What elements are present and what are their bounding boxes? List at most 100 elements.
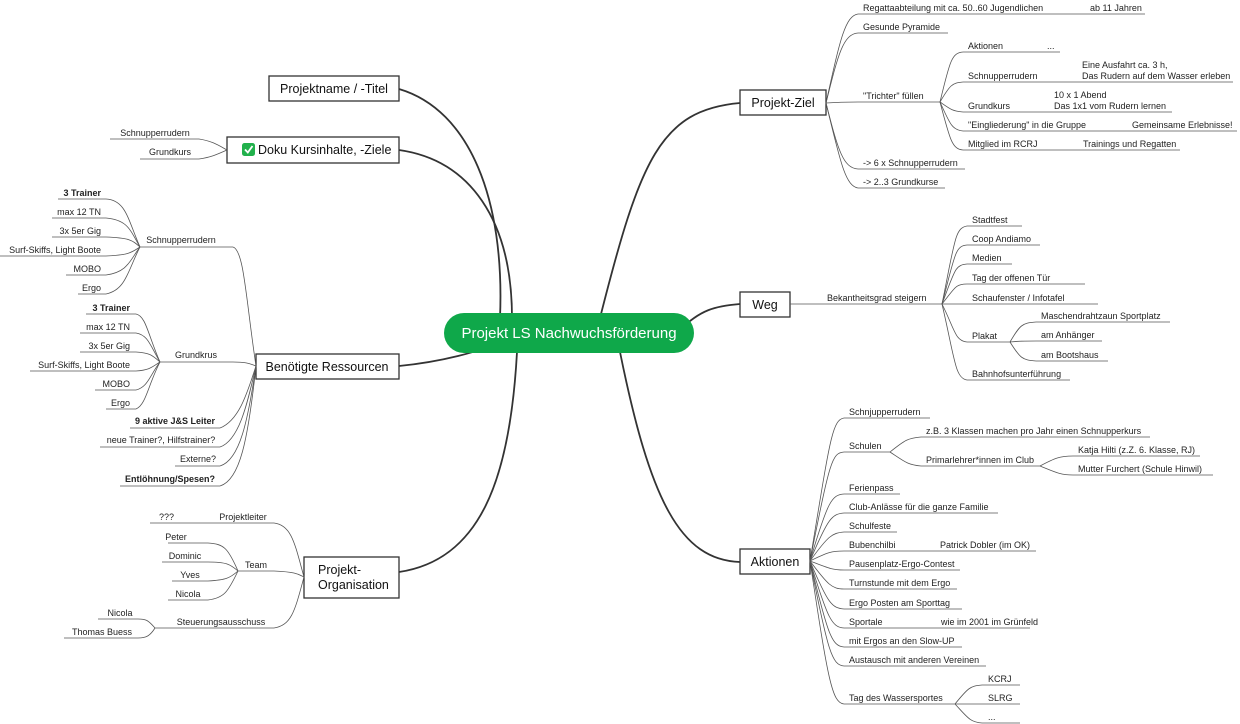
node-ziel[interactable]: Projekt-Ziel [739, 89, 827, 116]
center-node[interactable]: Projekt LS Nachwuchsförderung [444, 313, 694, 353]
schnupper-item: MOBO [73, 264, 101, 274]
doku-label: Doku Kursinhalte, -Ziele [258, 143, 391, 157]
ressource-item: neue Trainer?, Hilfstrainer? [107, 435, 216, 445]
weg-item: Stadtfest [972, 215, 1008, 225]
weg-subtree: Bekantheitsgrad steigern Stadtfest Coop … [789, 215, 1170, 381]
steuerung-member: Nicola [107, 608, 132, 618]
aktion-item: Schulfeste [849, 521, 891, 531]
ziel-item: Gesunde Pyramide [863, 22, 940, 32]
team-member: Dominic [169, 551, 202, 561]
node-doku[interactable]: Doku Kursinhalte, -Ziele [226, 136, 400, 164]
center-label: Projekt LS Nachwuchsförderung [461, 325, 676, 342]
aktionen-label: Aktionen [751, 555, 800, 569]
weg-label: Weg [752, 298, 778, 312]
node-aktionen[interactable]: Aktionen [739, 548, 811, 575]
wassersport-item: KCRJ [988, 674, 1012, 684]
projektname-label: Projektname / -Titel [280, 82, 388, 96]
schulen-item: z.B. 3 Klassen machen pro Jahr einen Sch… [926, 426, 1142, 436]
ziel-item: Regattaabteilung mit ca. 50..60 Jugendli… [863, 3, 1043, 13]
grundkrus-item: 3x 5er Gig [88, 341, 130, 351]
ressourcen-subtree: Schnupperrudern Grundkrus 9 aktive J&S L… [0, 188, 257, 487]
team-member: Yves [180, 570, 200, 580]
steuerung-label: Steuerungsausschuss [177, 617, 266, 627]
trichter-detail: 10 x 1 Abend [1054, 90, 1107, 100]
plakat-label: Plakat [972, 331, 998, 341]
plakat-item: am Bootshaus [1041, 350, 1099, 360]
aktion-item: Sportale [849, 617, 883, 627]
grundkrus-item: MOBO [102, 379, 130, 389]
ziel-item: -> 2..3 Grundkurse [863, 177, 938, 187]
aktion-item: Schnjupperrudern [849, 407, 921, 417]
aktion-detail: wie im 2001 im Grünfeld [940, 617, 1038, 627]
weg-item: Schaufenster / Infotafel [972, 293, 1065, 303]
grundkrus-item: Surf-Skiffs, Light Boote [38, 360, 130, 370]
ziel-item: -> 6 x Schnupperrudern [863, 158, 958, 168]
node-ressourcen[interactable]: Benötigte Ressourcen [255, 353, 400, 380]
weg-item: Coop Andiamo [972, 234, 1031, 244]
aktion-detail: Patrick Dobler (im OK) [940, 540, 1030, 550]
trichter-item: "Eingliederung" in die Gruppe [968, 120, 1086, 130]
trichter-detail: ... [1047, 41, 1055, 51]
trichter-detail: Gemeinsame Erlebnisse! [1132, 120, 1233, 130]
wassersport-label: Tag des Wassersportes [849, 693, 943, 703]
doku-subtree: Schnupperrudern Grundkurs [110, 128, 228, 160]
trichter-detail: Eine Ausfahrt ca. 3 h, [1082, 60, 1168, 70]
projektleiter-value: ??? [159, 512, 174, 522]
ressource-item: Entlöhnung/Spesen? [125, 474, 215, 484]
weg-item: Tag der offenen Tür [972, 273, 1050, 283]
node-projektname[interactable]: Projektname / -Titel [268, 75, 400, 102]
trichter-detail: Das 1x1 vom Rudern lernen [1054, 101, 1166, 111]
aktion-item: Austausch mit anderen Vereinen [849, 655, 979, 665]
team-label: Team [245, 560, 267, 570]
aktion-item: Pausenplatz-Ergo-Contest [849, 559, 955, 569]
node-weg[interactable]: Weg [739, 291, 791, 318]
grundkrus-item: Ergo [111, 398, 130, 408]
schnupper-item: max 12 TN [57, 207, 101, 217]
checkmark-icon [242, 143, 255, 156]
trichter-item: Mitglied im RCRJ [968, 139, 1038, 149]
weg-item: Medien [972, 253, 1002, 263]
node-organisation[interactable]: Projekt- Organisation [303, 556, 400, 599]
aktion-item: Club-Anlässe für die ganze Familie [849, 502, 989, 512]
projektleiter-label: Projektleiter [219, 512, 267, 522]
trichter-item: Grundkurs [968, 101, 1011, 111]
weg-item: Bahnhofsunterführung [972, 369, 1061, 379]
ressource-item: 9 aktive J&S Leiter [135, 416, 216, 426]
ziel-detail: ab 11 Jahren [1090, 3, 1142, 13]
aktion-item: Bubenchilbi [849, 540, 896, 550]
ressourcen-label: Benötigte Ressourcen [266, 360, 389, 374]
grundkrus-item: 3 Trainer [92, 303, 130, 313]
weg-group: Bekantheitsgrad steigern [827, 293, 927, 303]
trichter-detail: Das Rudern auf dem Wasser erleben [1082, 71, 1230, 81]
ziel-label: Projekt-Ziel [751, 96, 814, 110]
plakat-item: am Anhänger [1041, 330, 1095, 340]
doku-item: Grundkurs [149, 147, 192, 157]
organisation-label: Projekt- [318, 563, 361, 577]
aktionen-subtree: Schnjupperrudern Schulen Ferienpass Club… [809, 407, 1213, 724]
schulen-label: Schulen [849, 441, 882, 451]
schnupper-item: Ergo [82, 283, 101, 293]
plakat-item: Maschendrahtzaun Sportplatz [1041, 311, 1161, 321]
trichter-item: Schnupperrudern [968, 71, 1038, 81]
ressource-group: Schnupperrudern [146, 235, 216, 245]
ressource-group: Grundkrus [175, 350, 218, 360]
aktion-item: mit Ergos an den Slow-UP [849, 636, 955, 646]
wassersport-item: ... [988, 712, 996, 722]
doku-item: Schnupperrudern [120, 128, 190, 138]
ziel-subtree: Regattaabteilung mit ca. 50..60 Jugendli… [825, 3, 1237, 189]
steuerung-member: Thomas Buess [72, 627, 133, 637]
trichter-item: Aktionen [968, 41, 1003, 51]
primar-item: Mutter Furchert (Schule Hinwil) [1078, 464, 1202, 474]
wassersport-item: SLRG [988, 693, 1013, 703]
primar-label: Primarlehrer*innen im Club [926, 455, 1034, 465]
trichter-label: "Trichter" füllen [863, 91, 924, 101]
grundkrus-item: max 12 TN [86, 322, 130, 332]
primar-item: Katja Hilti (z.Z. 6. Klasse, RJ) [1078, 445, 1195, 455]
schnupper-item: 3 Trainer [63, 188, 101, 198]
trichter-detail: Trainings und Regatten [1083, 139, 1176, 149]
schnupper-item: 3x 5er Gig [59, 226, 101, 236]
aktion-item: Ergo Posten am Sporttag [849, 598, 950, 608]
aktion-item: Turnstunde mit dem Ergo [849, 578, 950, 588]
organisation-subtree: Projektleiter ??? Team Steuerungsausschu… [64, 512, 305, 639]
